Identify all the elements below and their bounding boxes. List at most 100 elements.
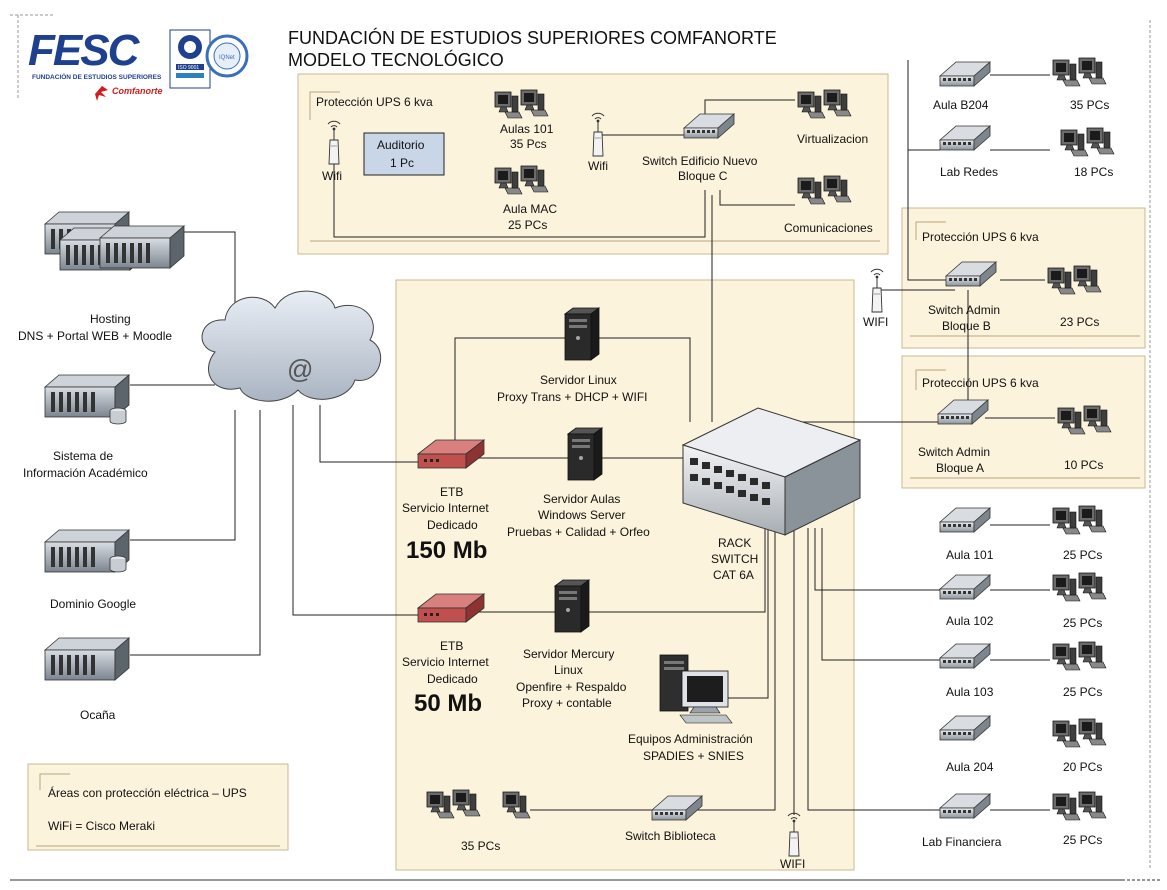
aula-204-label: Aula 204	[946, 760, 994, 774]
hosting-desc: DNS + Portal WEB + Moodle	[18, 329, 172, 343]
aula-102-label: Aula 102	[946, 614, 994, 628]
pc-icon	[1053, 506, 1106, 534]
ocana-label: Ocaña	[80, 708, 116, 722]
aula-204-pcs: 20 PCs	[1063, 760, 1102, 774]
switch-bloque-b: Switch Admin Bloque B 23 PCs	[928, 261, 1101, 333]
wifi-top-mid: Wifi	[588, 112, 608, 173]
server-icon	[44, 637, 130, 681]
aula-b204: Aula B204 35 PCs	[933, 58, 1109, 112]
lab-financiera-label: Lab Financiera	[922, 835, 1002, 849]
srv-mercury-apps: Openfire + Respaldo	[516, 680, 627, 694]
aula-103: Aula 103 25 PCs	[939, 642, 1106, 699]
switch-b-label-1: Switch Admin	[928, 303, 1000, 317]
google-label: Dominio Google	[50, 597, 136, 611]
switch-c-label-1: Switch Edificio Nuevo	[642, 154, 758, 168]
biblioteca-pcs: 35 PCs	[427, 790, 531, 853]
server-tower-icon	[554, 579, 590, 633]
switch-bloque-a: Switch Admin Bloque A 10 PCs	[918, 399, 1111, 475]
wifi-top-left: Wifi	[322, 120, 342, 183]
switch-c-label-2: Bloque C	[678, 169, 728, 183]
etb2-dedicated: Dedicado	[427, 672, 478, 686]
server-icon	[99, 225, 185, 269]
auditorio-pcs: 1 Pc	[390, 156, 414, 170]
ocana-group: Ocaña	[44, 637, 130, 722]
star-icon	[95, 86, 108, 101]
bloque-b-pcs: 23 PCs	[1060, 315, 1099, 329]
legend-ups: Áreas con protección eléctrica – UPS	[48, 785, 247, 800]
aula-101-label: Aula 101	[946, 548, 994, 562]
comunicaciones-label: Comunicaciones	[784, 221, 873, 235]
aula-mac-pcs: 25 PCs	[508, 218, 547, 232]
database-icon	[109, 555, 127, 573]
aula-b204-label: Aula B204	[933, 98, 989, 112]
header: FESC FUNDACIÓN DE ESTUDIOS SUPERIORES Co…	[10, 14, 777, 101]
auditorio-box: Auditorio 1 Pc	[363, 132, 445, 176]
rack-ports	[690, 458, 770, 505]
ups-label-bloque-a: Protección UPS 6 kva	[922, 376, 1039, 390]
servidor-linux: Servidor Linux Proxy Trans + DHCP + WIFI	[497, 307, 647, 404]
servidor-mercury: Servidor Mercury Linux Openfire + Respal…	[516, 579, 627, 710]
srv-mercury-os: Linux	[554, 663, 583, 677]
switch-icon	[939, 61, 991, 87]
internet-cloud: @	[201, 290, 382, 402]
ups-label-bloque-b: Protección UPS 6 kva	[922, 230, 1039, 244]
rack-label-2: SWITCH	[711, 552, 758, 566]
lab-redes-pcs: 18 PCs	[1074, 165, 1113, 179]
lab-redes-label: Lab Redes	[940, 165, 998, 179]
switch-icon	[939, 507, 991, 533]
aula-103-pcs: 25 PCs	[1063, 685, 1102, 699]
logo-subtitle: FUNDACIÓN DE ESTUDIOS SUPERIORES	[32, 72, 162, 81]
switch-icon	[939, 574, 991, 600]
srv-aulas-desc: Pruebas + Calidad + Orfeo	[507, 525, 650, 539]
rack-label-1: RACK	[718, 536, 751, 550]
aula-b204-pcs: 35 PCs	[1070, 98, 1109, 112]
server-tower-icon	[567, 427, 603, 481]
etb2-service: Servicio Internet	[402, 655, 489, 669]
etb1-speed: 150 Mb	[406, 537, 487, 564]
switch-biblioteca: Switch Biblioteca	[625, 795, 716, 843]
cloud-at-symbol: @	[287, 354, 313, 384]
etb1-dedicated: Dedicado	[427, 518, 478, 532]
switch-icon	[939, 125, 991, 151]
database-icon	[109, 407, 127, 425]
wifi-icon	[870, 268, 884, 313]
wifi-right-label: WIFI	[863, 315, 888, 329]
legend-box	[27, 763, 289, 851]
lab-financiera: Lab Financiera 25 PCs	[922, 792, 1106, 849]
ups-label-top: Protección UPS 6 kva	[316, 95, 433, 109]
admin-desc: SPADIES + SNIES	[643, 749, 744, 763]
fesc-logo: FESC FUNDACIÓN DE ESTUDIOS SUPERIORES Co…	[28, 26, 163, 101]
auditorio-label: Auditorio	[377, 138, 425, 152]
aula-mac-label: Aula MAC	[503, 202, 557, 216]
switch-icon	[939, 793, 991, 819]
hosting-label: Hosting	[90, 312, 131, 326]
iso-label: ISO 9001	[178, 65, 199, 71]
ups-zone-bloque-b	[901, 207, 1146, 349]
srv-aulas-os: Windows Server	[538, 508, 625, 522]
admin-label: Equipos Administración	[628, 732, 753, 746]
pc-icon	[1053, 58, 1106, 86]
aula-101-right: Aula 101 25 PCs	[939, 506, 1106, 562]
cloud-icon	[201, 290, 382, 402]
wifi-right: WIFI	[863, 268, 888, 329]
iqnet-cert-icon: IQNet	[205, 34, 249, 78]
etb-150: ETB Servicio Internet Dedicado 150 Mb	[402, 439, 489, 564]
lab-redes: Lab Redes 18 PCs	[939, 125, 1114, 179]
servidor-aulas: Servidor Aulas Windows Server Pruebas + …	[507, 427, 650, 539]
rack-switch: RACK SWITCH CAT 6A	[681, 407, 862, 582]
srv-linux-label: Servidor Linux	[540, 373, 617, 387]
switch-biblioteca-label: Switch Biblioteca	[625, 829, 716, 843]
aulas-101-pcs: 35 Pcs	[510, 137, 547, 151]
pc-icon	[1061, 128, 1114, 156]
logo-brand: Comfanorte	[112, 86, 163, 96]
switch-bloque-c: Switch Edificio Nuevo Bloque C	[642, 113, 758, 183]
ups-zone-center	[395, 279, 855, 871]
aula-102-pcs: 25 PCs	[1063, 616, 1102, 630]
etb2-speed: 50 Mb	[414, 690, 482, 717]
switch-b-label-2: Bloque B	[942, 319, 991, 333]
aula-mac-group: Aula MAC 25 PCs	[495, 166, 557, 232]
srv-aulas-label: Servidor Aulas	[543, 492, 620, 506]
etb1-service: Servicio Internet	[402, 501, 489, 515]
srv-mercury-proxy: Proxy + contable	[522, 696, 612, 710]
